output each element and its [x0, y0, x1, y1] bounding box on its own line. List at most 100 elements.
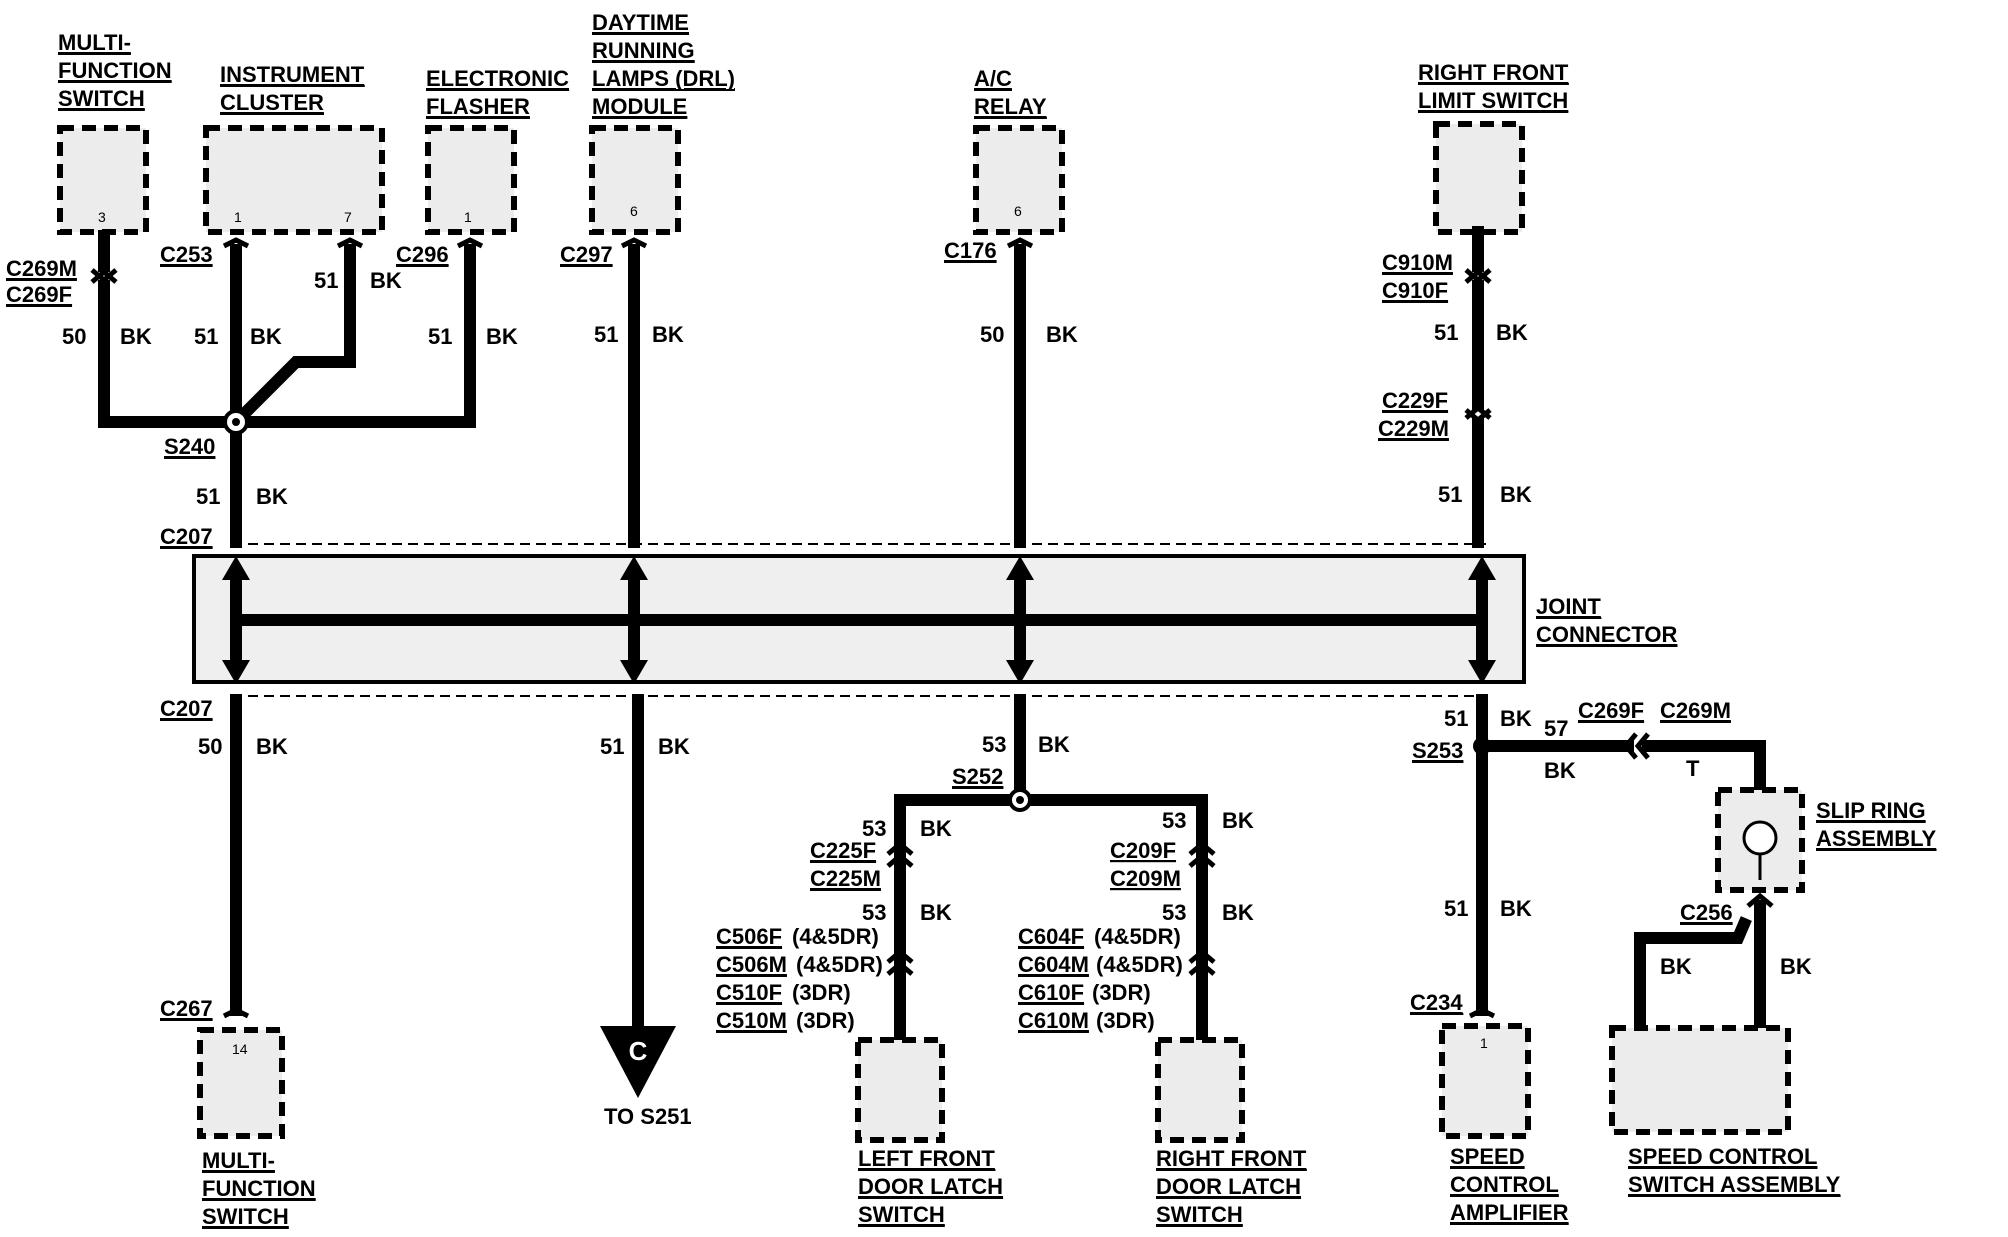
connector-symbol [886, 852, 914, 868]
connector-label: C610M [1018, 1008, 1089, 1033]
underline [944, 261, 997, 263]
underline [858, 1169, 996, 1171]
underline [1450, 1223, 1569, 1225]
underline [202, 1171, 275, 1173]
label-line: RELAY [974, 94, 1047, 119]
pin-label: 1 [234, 209, 242, 225]
connector-symbol [1464, 268, 1492, 284]
wire-bk [1634, 916, 1752, 1036]
connector-label: C910F [1382, 278, 1448, 303]
underline [1418, 83, 1569, 85]
wire-color: BK [1222, 808, 1254, 833]
wire-color: BK [1046, 322, 1078, 347]
underline [58, 109, 145, 111]
label-line: SPEED CONTROL [1628, 1144, 1817, 1169]
label-line: DAYTIME [592, 10, 689, 35]
underline [220, 85, 365, 87]
joint-arrow [1006, 556, 1034, 684]
label-line: MULTI- [58, 30, 131, 55]
wire-color: BK [120, 324, 152, 349]
electronic-flasher-box [425, 125, 517, 235]
label-line: RIGHT FRONT [1156, 1146, 1307, 1171]
splice-dot [232, 418, 240, 426]
wire-50-bk [98, 280, 242, 428]
label-line: FUNCTION [202, 1176, 316, 1201]
connector-label: C207 [160, 696, 213, 721]
wire-57-t [1642, 740, 1766, 798]
wire-color: BK [256, 484, 288, 509]
connector-label: C510M [716, 1008, 787, 1033]
underline [1018, 1031, 1089, 1033]
connector-label: C296 [396, 242, 449, 267]
wire-color: BK [1038, 732, 1070, 757]
multifunction-switch-label: MULTI- FUNCTION SWITCH [58, 30, 172, 111]
connector-label: C234 [1410, 990, 1463, 1015]
label-line: SWITCH [858, 1202, 945, 1227]
underline [1156, 1225, 1243, 1227]
underline [1018, 975, 1089, 977]
wire-color: BK [920, 816, 952, 841]
wire-number: 51 [600, 734, 624, 759]
right-front-door-latch-switch-box [1155, 1037, 1245, 1143]
connector-symbol [1006, 237, 1034, 249]
underline [6, 305, 73, 307]
underline [952, 787, 1004, 789]
drl-module-box [589, 125, 681, 235]
wire-number: 53 [862, 900, 886, 925]
connector-symbol [886, 960, 914, 976]
label-line: LAMPS (DRL) [592, 66, 735, 91]
wire-number: 51 [1438, 482, 1462, 507]
wire-color: BK [1780, 954, 1812, 979]
label-line: SWITCH [58, 86, 145, 111]
pin-label: 6 [630, 203, 638, 219]
underline [592, 61, 695, 63]
underline [974, 117, 1047, 119]
wire-color: BK [920, 900, 952, 925]
label-line: LIMIT SWITCH [1418, 88, 1568, 113]
connector-symbol [886, 948, 914, 964]
underline [810, 889, 881, 891]
instrument-cluster-box [203, 125, 385, 235]
underline [426, 117, 530, 119]
underline [58, 53, 131, 55]
wire-51-bk [230, 244, 476, 428]
wire-51-bk [231, 244, 356, 427]
underline [716, 947, 783, 949]
wire-number: 51 [1444, 706, 1468, 731]
wire-number: 51 [428, 324, 452, 349]
variant-label: (4&5DR) [1096, 952, 1183, 977]
wire-color: BK [1500, 896, 1532, 921]
wire-number: 50 [198, 734, 222, 759]
underline [396, 265, 449, 267]
connector-label: C297 [560, 242, 613, 267]
label-line: ASSEMBLY [1816, 826, 1937, 851]
label-line: SPEED [1450, 1144, 1525, 1169]
connector-symbol [1468, 1007, 1496, 1019]
underline [858, 1197, 1004, 1199]
underline [1018, 947, 1085, 949]
connector-symbol [1188, 948, 1216, 964]
connector-label: C256 [1680, 900, 1733, 925]
underline [716, 975, 787, 977]
underline [220, 113, 324, 115]
connector-label: C207 [160, 524, 213, 549]
label-line: MODULE [592, 94, 687, 119]
label-line: CLUSTER [220, 90, 324, 115]
variant-label: (3DR) [796, 1008, 855, 1033]
label-line: FUNCTION [58, 58, 172, 83]
wire-color: BK [256, 734, 288, 759]
connector-label: C229M [1378, 416, 1449, 441]
label-line: MULTI- [202, 1148, 275, 1173]
wire-color: BK [652, 322, 684, 347]
underline [160, 265, 213, 267]
underline [1382, 301, 1449, 303]
underline [1410, 1013, 1464, 1015]
label-line: A/C [974, 66, 1012, 91]
underline [202, 1227, 289, 1229]
connector-label: S240 [164, 434, 215, 459]
